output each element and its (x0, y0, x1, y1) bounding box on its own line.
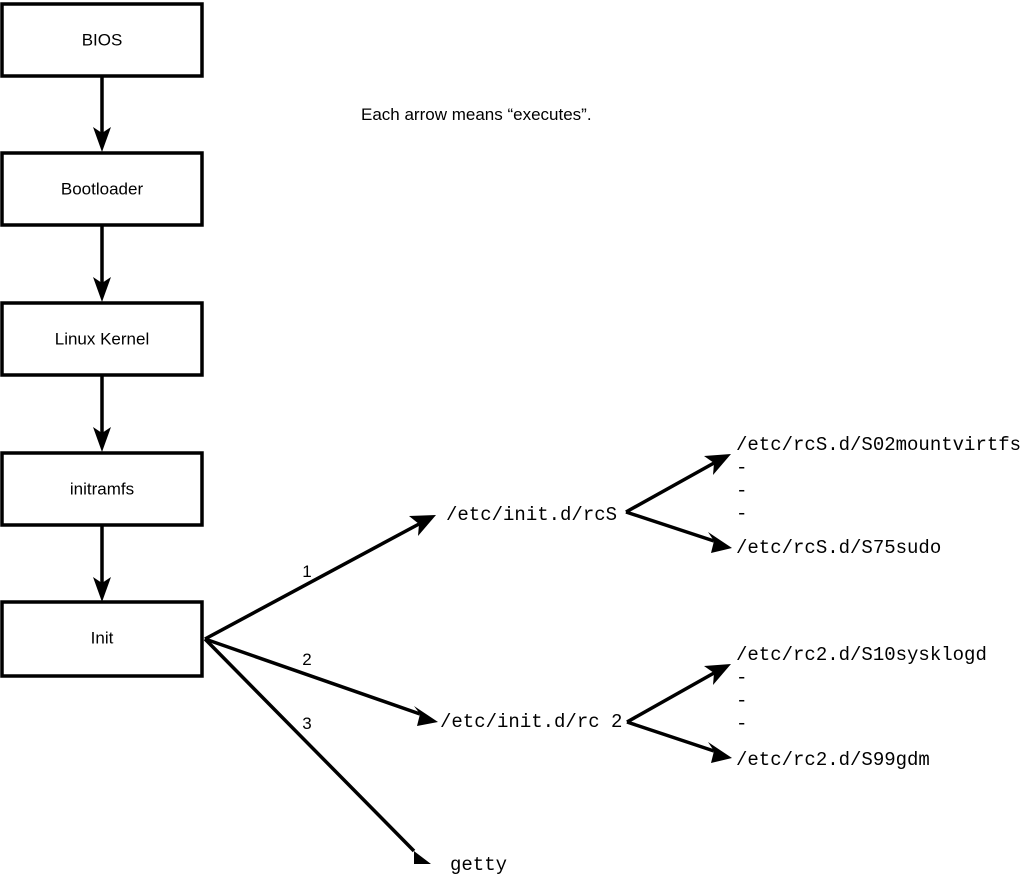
branch-arrow-init-to-getty (203, 637, 431, 864)
label-etc-init-d-rc2: /etc/init.d/rc 2 (440, 711, 622, 733)
chain-connector-bootloader-to-kernel (93, 225, 111, 302)
node-bootloader[interactable]: Bootloader (0, 151, 204, 227)
node-linux-kernel[interactable]: Linux Kernel (0, 301, 204, 377)
label-rcs-ellipsis-3: - (736, 503, 747, 525)
arrow-head-icon (93, 427, 111, 452)
label-rcs-ellipsis-2: - (736, 480, 747, 502)
branch-arrow-init-to-rc2 (204, 637, 438, 726)
arrow-head-icon (93, 277, 111, 302)
label-getty: getty (450, 854, 507, 875)
fanout-arrow-rcs-to-first-script (625, 454, 731, 514)
node-bios-label: BIOS (82, 30, 123, 49)
arrow-head-icon (414, 706, 438, 726)
node-bios-rect (0, 2, 204, 78)
node-initramfs-label: initramfs (70, 479, 134, 498)
node-linux-kernel-label: Linux Kernel (55, 329, 150, 348)
node-init-rect (0, 600, 204, 678)
label-rc2-ellipsis-2: - (736, 690, 747, 712)
arrow-head-icon (704, 454, 731, 475)
chain-connector-initramfs-to-init (93, 525, 111, 602)
node-bootloader-label: Bootloader (61, 179, 144, 198)
legend-note: Each arrow means “executes”. (361, 105, 592, 124)
fanout-arrow-rcs-to-last-script (625, 510, 732, 553)
chain-connector-bios-to-bootloader (93, 76, 111, 152)
node-initramfs[interactable]: initramfs (0, 451, 204, 527)
node-initramfs-rect (0, 451, 204, 527)
node-bios[interactable]: BIOS (0, 2, 204, 78)
arrow-head-icon (708, 742, 732, 763)
label-rc2-script-first: /etc/rc2.d/S10sysklogd (736, 644, 987, 666)
label-rc2-ellipsis-3: - (736, 713, 747, 735)
chain-connector-kernel-to-initramfs (93, 375, 111, 452)
branch-arrow-init-to-rcs (204, 515, 436, 641)
node-init[interactable]: Init (0, 600, 204, 678)
arrow-head-icon (704, 664, 731, 685)
branch-number-2: 2 (302, 650, 311, 669)
arrow-head-icon (708, 532, 732, 553)
branch-number-3: 3 (302, 714, 311, 733)
fanout-arrow-rc2-to-last-script (626, 720, 732, 763)
arrow-head-icon (409, 515, 436, 536)
node-bootloader-rect (0, 151, 204, 227)
arrow-head-icon (93, 577, 111, 602)
label-rcs-ellipsis-1: - (736, 457, 747, 479)
label-etc-init-d-rcs: /etc/init.d/rcS (446, 504, 617, 526)
fanout-arrow-rc2-to-first-script (626, 664, 731, 724)
label-rcs-script-first: /etc/rcS.d/S02mountvirtfs (736, 434, 1021, 456)
label-rcs-script-last: /etc/rcS.d/S75sudo (736, 537, 941, 559)
node-linux-kernel-rect (0, 301, 204, 377)
arrow-head-icon (406, 845, 431, 864)
branch-number-1: 1 (302, 562, 311, 581)
label-rc2-script-last: /etc/rc2.d/S99gdm (736, 749, 930, 771)
node-init-label: Init (91, 628, 114, 647)
arrow-head-icon (93, 127, 111, 152)
label-rc2-ellipsis-1: - (736, 667, 747, 689)
